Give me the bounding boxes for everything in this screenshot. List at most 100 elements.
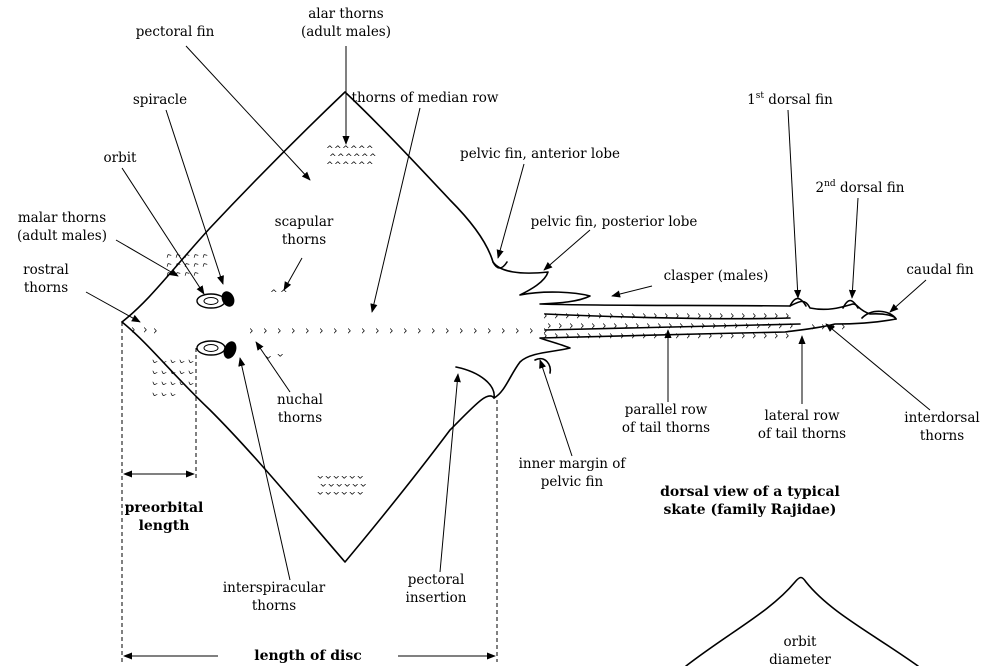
parallel-row-thorn-lower: ^ [548,332,558,340]
alar-thorn-lower: ^ [332,469,340,479]
alar-thorn: ^ [366,161,374,171]
label-interspiracular-thorns: interspiracular [223,580,326,596]
median-tail-thorn: ^ [596,322,606,330]
median-tail-thorn: ^ [541,322,551,330]
diagram-title-line2: skate (family Rajidae) [664,502,837,518]
median-row-thorn: ^ [257,327,267,335]
parallel-row-thorn-lower: ^ [603,332,613,340]
orbit-diameter-inset: orbit diameter [685,576,919,666]
parallel-row-thorn: ^ [647,312,657,320]
malar-thorn: ^ [183,252,195,264]
malar-thorn: ^ [165,252,177,264]
label-alar-thorns: alar thorns [308,6,384,22]
median-row-thorn: ^ [467,327,477,335]
alar-thorn-lower: ^ [324,485,332,495]
malar-thorn-lower: ^ [187,375,198,387]
parallel-row-thorn: ^ [669,312,679,320]
label-rostral-thorns-2: thorns [24,280,68,296]
median-tail-thorn: ^ [772,322,782,330]
parallel-row-thorn: ^ [636,312,646,320]
scapular-thorn: ^ [264,349,272,359]
label-orbit-diameter-2: diameter [769,652,831,666]
eyes-spiracles [196,291,237,359]
label-clasper: clasper (males) [664,268,769,284]
label-orbit-diameter: orbit [784,634,818,650]
malar-thorn-lower: ^ [178,375,189,387]
skate-body [121,91,897,563]
parallel-row-thorn-lower: ^ [658,332,668,340]
parallel-row-thorn-lower: ^ [691,332,701,340]
alar-thorn-lower: ^ [319,477,327,487]
median-row-thorn: ^ [313,327,323,335]
median-row-thorn: ^ [397,327,407,335]
label-nuchal-thorns-2: thorns [278,410,322,426]
parallel-row-thorn: ^ [548,312,558,320]
parallel-row-thorn: ^ [691,312,701,320]
label-preorbital-length: preorbital [125,500,204,516]
parallel-row-thorn: ^ [625,312,635,320]
parallel-row-thorn-lower: ^ [680,332,690,340]
label-interspiracular-thorns-2: thorns [252,598,296,614]
parallel-row-thorn: ^ [757,312,767,320]
parallel-row-thorn: ^ [735,312,745,320]
alar-thorn-lower: ^ [332,485,340,495]
parallel-row-thorn-lower: ^ [724,332,734,340]
median-row-thorn: ^ [439,327,449,335]
spiracle-upper [221,291,235,307]
malar-thorn-lower: ^ [169,375,180,387]
parallel-row-thorn-lower: ^ [636,332,646,340]
parallel-row-thorn: ^ [702,312,712,320]
median-tail-thorn: ^ [552,322,562,330]
label-pectoral-fin: pectoral fin [136,24,215,40]
parallel-row-thorn: ^ [768,312,778,320]
label-inner-margin: inner margin of [519,456,627,472]
parallel-row-thorn: ^ [603,312,613,320]
parallel-row-thorn-lower: ^ [592,332,602,340]
label-inner-margin-2: pelvic fin [541,474,604,490]
median-row-thorn: ^ [243,327,253,335]
alar-thorn: ^ [345,153,353,163]
alar-thorn-lower: ^ [324,469,332,479]
label-malar-thorns: malar thorns [18,210,106,226]
alar-thorn: ^ [334,145,342,155]
malar-thorn-lower: ^ [169,364,180,376]
parallel-row-thorn-lower: ^ [768,332,778,340]
median-tail-thorn: ^ [761,322,771,330]
parallel-row-thorn-lower: ^ [746,332,756,340]
thorn-marks: ^^^^^^^^^^^^^^^^^^^^^^^^^^^^^^^^^^^^^^^^… [125,145,845,495]
malar-thorn-lower: ^ [151,386,162,398]
alar-thorn-lower: ^ [335,477,343,487]
alar-thorn: ^ [334,161,342,171]
alar-thorn-lower: ^ [356,485,364,495]
median-row-thorn: ^ [369,327,379,335]
malar-thorn-lower: ^ [169,386,180,398]
median-tail-thorn: ^ [629,322,639,330]
label-pelvic-posterior: pelvic fin, posterior lobe [531,214,698,230]
second-dorsal-fin [842,299,859,309]
interdorsal-thorn: ^ [815,323,825,331]
scapular-thorn: ^ [276,347,284,357]
parallel-row-thorn-lower: ^ [559,332,569,340]
orbit-lower [196,340,226,356]
label-length-of-disc: length of disc [254,648,361,664]
parallel-row-thorn-lower: ^ [581,332,591,340]
median-tail-thorn: ^ [574,322,584,330]
alar-thorn: ^ [326,145,334,155]
median-tail-thorn: ^ [585,322,595,330]
label-alar-thorns-2: (adult males) [301,24,391,40]
first-dorsal-sup: st [756,91,765,101]
median-row-thorn: ^ [411,327,421,335]
parallel-row-thorn: ^ [713,312,723,320]
malar-thorn-lower: ^ [178,364,189,376]
malar-thorn-lower: ^ [151,375,162,387]
label-scapular-thorns: scapular [275,214,334,230]
alar-thorn-lower: ^ [348,469,356,479]
median-tail-thorn: ^ [717,322,727,330]
alar-thorn-lower: ^ [316,485,324,495]
parallel-row-thorn-lower: ^ [537,332,547,340]
median-tail-thorn: ^ [684,322,694,330]
median-row-thorn: ^ [271,327,281,335]
alar-thorn: ^ [353,153,361,163]
median-tail-thorn: ^ [706,322,716,330]
caudal-fin [861,310,897,320]
